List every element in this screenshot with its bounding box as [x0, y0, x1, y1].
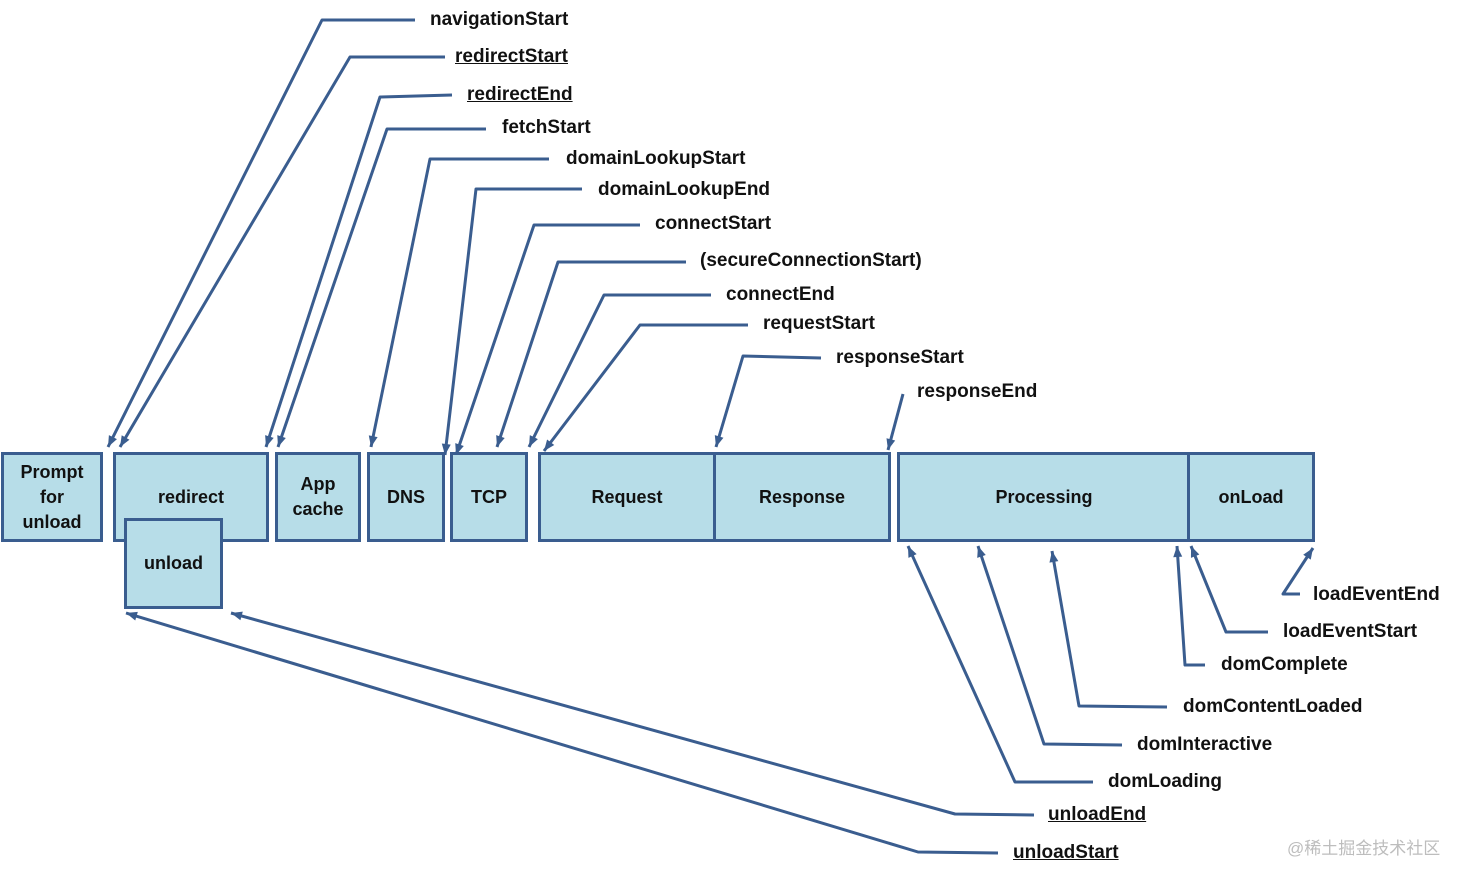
connector-unloadEnd: [230, 611, 1035, 817]
connector-loadEventStart: [1189, 545, 1268, 634]
arrowhead-domInteractive: [977, 546, 986, 558]
phase-dns: DNS: [367, 452, 445, 542]
label-domInteractive: domInteractive: [1137, 734, 1273, 755]
arrowhead-responseStart: [714, 435, 724, 447]
label-domainLookupStart: domainLookupStart: [566, 148, 746, 169]
phase-processing: Processing: [897, 452, 1191, 542]
phase-onload: onLoad: [1187, 452, 1315, 542]
label-redirectEnd: redirectEnd: [467, 84, 573, 105]
connector-redirectEnd: [264, 93, 453, 448]
arrowhead-unloadEnd: [231, 611, 243, 621]
connector-requestStart: [542, 323, 748, 452]
arrowhead-fetchStart: [277, 435, 286, 447]
label-domComplete: domComplete: [1221, 654, 1348, 675]
connector-domainLookupEnd: [443, 187, 582, 456]
connector-fetchStart: [276, 127, 486, 448]
phase-app-cache: App cache: [275, 452, 361, 542]
label-loadEventStart: loadEventStart: [1283, 621, 1418, 642]
connector-domainLookupStart: [369, 157, 549, 448]
label-connectEnd: connectEnd: [726, 284, 835, 305]
arrowhead-domainLookupStart: [368, 435, 378, 447]
arrowhead-domainLookupEnd: [441, 443, 451, 455]
label-responseStart: responseStart: [836, 347, 964, 368]
arrowhead-connectEnd: [529, 435, 538, 447]
phase-response: Response: [713, 452, 891, 542]
phase-request: Request: [538, 452, 716, 542]
label-unloadEnd: unloadEnd: [1048, 804, 1147, 825]
arrowhead-domLoading: [908, 546, 917, 558]
arrowhead-domComplete: [1173, 546, 1183, 558]
label-requestStart: requestStart: [763, 313, 875, 334]
arrowhead-unloadStart: [126, 611, 138, 621]
arrowhead-loadEventEnd: [1303, 548, 1313, 560]
label-navigationStart: navigationStart: [430, 9, 569, 30]
label-fetchStart: fetchStart: [502, 117, 591, 138]
arrowhead-navigationStart: [108, 435, 117, 447]
connector-unloadStart: [125, 611, 999, 855]
label-domContentLoaded: domContentLoaded: [1183, 696, 1363, 717]
connector-connectEnd: [527, 293, 711, 448]
arrowhead-redirectEnd: [265, 435, 274, 447]
connector-domInteractive: [976, 545, 1123, 747]
connector-navigationStart: [106, 18, 415, 448]
connector-responseStart: [714, 354, 822, 448]
label-connectStart: connectStart: [655, 213, 772, 234]
label-domLoading: domLoading: [1108, 771, 1222, 792]
connector-connectStart: [454, 223, 640, 456]
arrowhead-responseEnd: [886, 438, 896, 450]
connector-loadEventEnd: [1281, 547, 1315, 596]
label-unloadStart: unloadStart: [1013, 842, 1119, 863]
connector-domLoading: [906, 545, 1093, 784]
arrowhead-secureConnectionStart: [496, 435, 505, 447]
label-loadEventEnd: loadEventEnd: [1313, 584, 1440, 605]
arrowhead-redirectStart: [120, 435, 130, 447]
arrowhead-domContentLoaded: [1049, 551, 1059, 563]
phase-tcp: TCP: [450, 452, 528, 542]
arrowhead-loadEventStart: [1190, 546, 1200, 558]
connector-domContentLoaded: [1050, 550, 1168, 709]
label-responseEnd: responseEnd: [917, 381, 1038, 402]
label-redirectStart: redirectStart: [455, 46, 568, 67]
connector-domComplete: [1175, 545, 1205, 667]
phase-prompt-for-unload: Prompt for unload: [1, 452, 103, 542]
watermark: @稀土掘金技术社区: [1287, 839, 1441, 858]
label-secureConnectionStart: (secureConnectionStart): [700, 250, 922, 271]
connector-redirectStart: [118, 55, 445, 448]
connector-secureConnectionStart: [495, 260, 686, 448]
phase-unload: unload: [124, 518, 223, 609]
label-domainLookupEnd: domainLookupEnd: [598, 179, 771, 200]
arrowhead-requestStart: [544, 439, 555, 451]
